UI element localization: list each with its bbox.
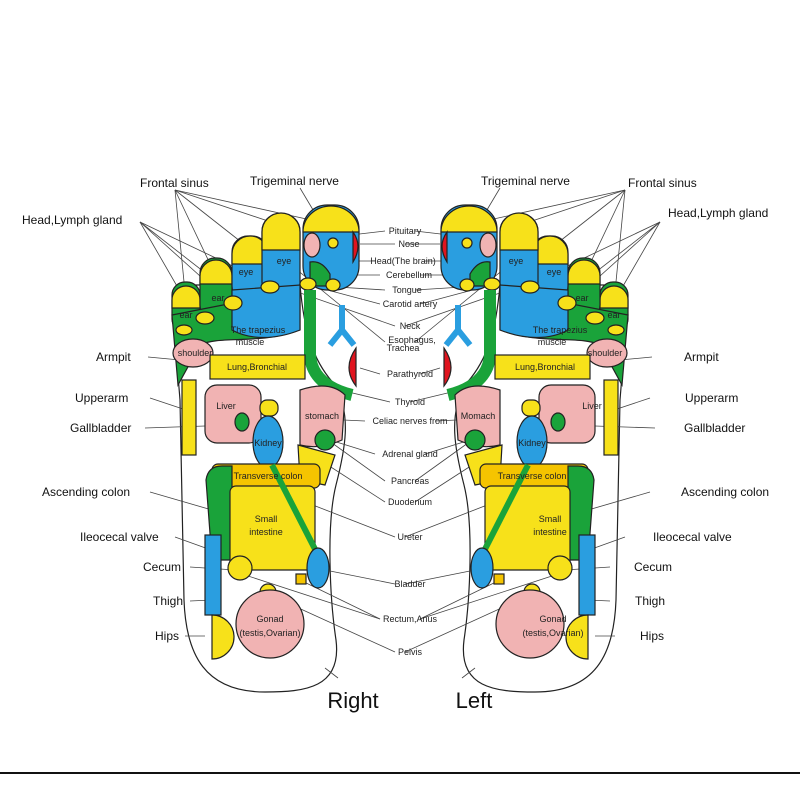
label-upperarm: Upperarm (75, 391, 128, 405)
label-rectum-anus: Rectum,Anus (383, 614, 438, 624)
label-parathyroid: Parathyroid (387, 369, 433, 379)
label-gonad: Gonad (256, 614, 283, 624)
label-kidney: Kidney (518, 438, 546, 448)
label-thigh: Thigh (635, 594, 665, 608)
label-eye: eye (547, 267, 562, 277)
label-eye: eye (239, 267, 254, 277)
label-hips: Hips (640, 629, 664, 643)
label-armpit: Armpit (684, 350, 719, 364)
label-eye: eye (509, 256, 524, 266)
label-nose: Nose (398, 239, 419, 249)
label-transverse-colon: Transverse colon (498, 471, 567, 481)
label-intestine: intestine (533, 527, 567, 537)
label-tongue: Tongue (392, 285, 422, 295)
label-head-lymph-gland: Head,Lymph gland (668, 206, 768, 220)
label-ear: ear (575, 293, 588, 303)
label-bladder: Bladder (394, 579, 425, 589)
label-ear: ear (607, 310, 620, 320)
label-small: Small (539, 514, 562, 524)
label-ear: ear (179, 310, 192, 320)
label-trachea: Trachea (387, 343, 420, 353)
label-trigeminal-nerve: Trigeminal nerve (250, 174, 339, 188)
label-trapezius: The trapezius (533, 325, 588, 335)
left-foot-title: Left (456, 688, 493, 713)
label-testis-ovarian: (testis,Ovarian) (239, 628, 300, 638)
label-kidney: Kidney (254, 438, 282, 448)
label-lung-bronchial: Lung,Bronchial (227, 362, 287, 372)
right-foot-inner-labels: eye eye ear ear The trapezius muscle sho… (178, 256, 339, 638)
label-cerebellum: Cerebellum (386, 270, 432, 280)
label-gallbladder: Gallbladder (684, 421, 745, 435)
label-pituitary: Pituitary (389, 226, 422, 236)
label-muscle: muscle (538, 337, 567, 347)
label-esophagus: Esophagus, (388, 335, 436, 345)
label-carotid-artery: Carotid artery (383, 299, 438, 309)
label-head-brain: Head(The brain) (370, 256, 436, 266)
label-muscle: muscle (236, 337, 265, 347)
center-labels: Pituitary Nose Head(The brain) Cerebellu… (370, 226, 447, 657)
label-ureter: Ureter (397, 532, 422, 542)
label-thyroid: Thyroid (395, 397, 425, 407)
right-foot-side-labels: Frontal sinus Trigeminal nerve Head,Lymp… (22, 174, 339, 643)
label-upperarm: Upperarm (685, 391, 738, 405)
label-intestine: intestine (249, 527, 283, 537)
label-lung-bronchial: Lung,Bronchial (515, 362, 575, 372)
label-liver: Liver (216, 401, 236, 411)
label-stomach: Momach (461, 411, 496, 421)
label-armpit: Armpit (96, 350, 131, 364)
label-celiac-nerves: Celiac nerves from (372, 416, 447, 426)
label-pancreas: Pancreas (391, 476, 430, 486)
left-foot-inner-labels: eye eye ear ear The trapezius muscle sho… (461, 256, 623, 638)
label-cecum: Cecum (143, 560, 181, 574)
left-foot-side-labels: Trigeminal nerve Frontal sinus Head,Lymp… (481, 174, 769, 643)
label-hips: Hips (155, 629, 179, 643)
label-thigh: Thigh (153, 594, 183, 608)
label-eye: eye (277, 256, 292, 266)
label-shoulder: shoulder (178, 348, 213, 358)
label-trigeminal-nerve: Trigeminal nerve (481, 174, 570, 188)
label-frontal-sinus: Frontal sinus (628, 176, 697, 190)
label-gonad: Gonad (539, 614, 566, 624)
label-ascending-colon: Ascending colon (42, 485, 130, 499)
label-pelvis: Pelvis (398, 647, 423, 657)
label-testis-ovarian: (testis,Ovarian) (522, 628, 583, 638)
label-neck: Neck (400, 321, 421, 331)
label-shoulder: shoulder (588, 348, 623, 358)
label-ear: ear (211, 293, 224, 303)
label-duodenum: Duodenum (388, 497, 432, 507)
label-cecum: Cecum (634, 560, 672, 574)
label-head-lymph-gland: Head,Lymph gland (22, 213, 122, 227)
label-transverse-colon: Transverse colon (234, 471, 303, 481)
label-small: Small (255, 514, 278, 524)
label-stomach: stomach (305, 411, 339, 421)
label-ileocecal-valve: Ileocecal valve (653, 530, 732, 544)
label-frontal-sinus: Frontal sinus (140, 176, 209, 190)
label-liver: Liver (582, 401, 602, 411)
label-trapezius: The trapezius (231, 325, 286, 335)
right-foot-title: Right (327, 688, 378, 713)
label-ileocecal-valve: Ileocecal valve (80, 530, 159, 544)
label-adrenal-gland: Adrenal gland (382, 449, 438, 459)
label-gallbladder: Gallbladder (70, 421, 131, 435)
label-ascending-colon: Ascending colon (681, 485, 769, 499)
